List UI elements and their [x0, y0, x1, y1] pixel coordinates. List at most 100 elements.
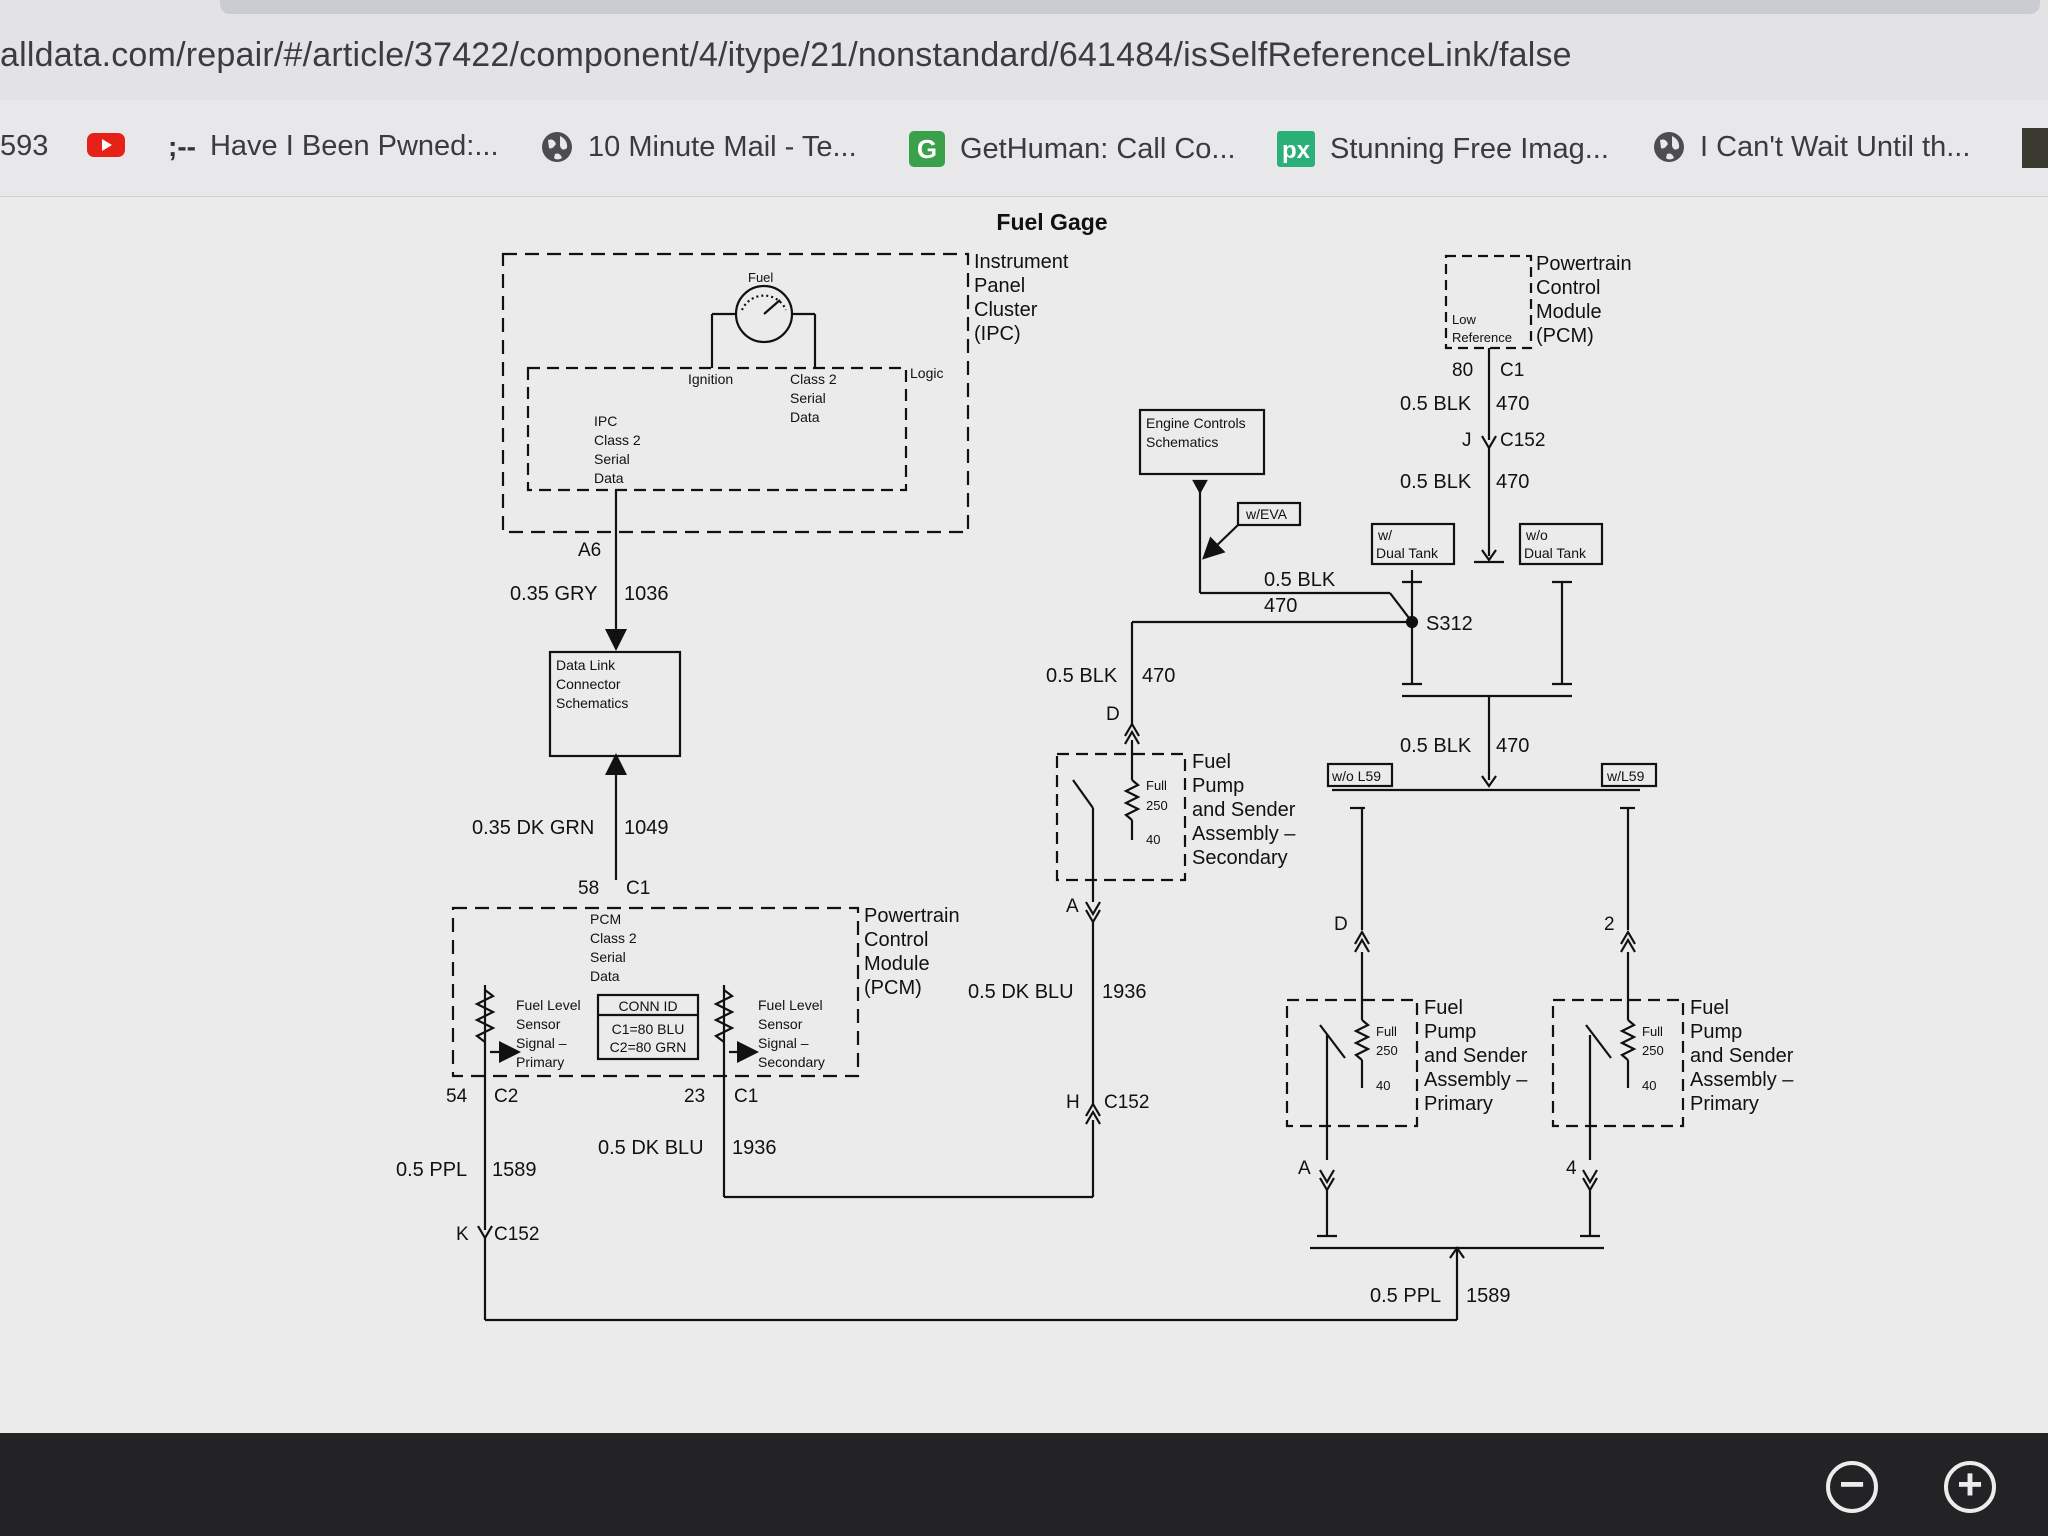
- pin-d-secondary: D: [1106, 704, 1120, 725]
- conn-c1-80: C1: [1500, 360, 1524, 381]
- bookmark-icantwait[interactable]: I Can't Wait Until th...: [1652, 130, 1970, 164]
- svg-text:Panel: Panel: [974, 275, 1025, 297]
- bookmark-youtube[interactable]: [86, 130, 126, 160]
- svg-text:and Sender: and Sender: [1424, 1045, 1528, 1067]
- fl-primary-label: Fuel Level Sensor Signal – Primary: [516, 997, 581, 1070]
- sender-primary-b-40: 40: [1642, 1078, 1656, 1093]
- bookmark-10minutemail[interactable]: 10 Minute Mail - Te...: [540, 130, 857, 164]
- w-l59-label: w/L59: [1606, 768, 1645, 784]
- svg-text:Secondary: Secondary: [758, 1054, 825, 1070]
- sender-secondary-250: 250: [1146, 798, 1168, 813]
- wire-470-c-gauge: 0.5 BLK: [1400, 735, 1472, 757]
- svg-text:and Sender: and Sender: [1192, 799, 1296, 821]
- svg-text:(PCM): (PCM): [864, 977, 922, 999]
- sender-secondary-label: Fuel Pump and Sender Assembly – Secondar…: [1192, 751, 1296, 869]
- svg-text:PCM: PCM: [590, 911, 621, 927]
- wire-1036-circuit: 1036: [624, 583, 669, 605]
- pcm-top-label: Powertrain Control Module (PCM): [1536, 253, 1632, 347]
- svg-text:Serial: Serial: [590, 949, 626, 965]
- ignition-label: Ignition: [688, 371, 733, 387]
- url-text[interactable]: alldata.com/repair/#/article/37422/compo…: [0, 36, 1572, 74]
- pcm-data-label: PCM Class 2 Serial Data: [590, 911, 637, 984]
- svg-text:Serial: Serial: [594, 451, 630, 467]
- svg-text:C2=80 GRN: C2=80 GRN: [610, 1039, 687, 1055]
- zoom-out-button[interactable]: −: [1826, 1461, 1878, 1513]
- svg-text:Signal –: Signal –: [516, 1035, 567, 1051]
- svg-text:Pump: Pump: [1192, 775, 1244, 797]
- ipc-label: Instrument Panel Cluster (IPC): [974, 251, 1069, 345]
- svg-text:(IPC): (IPC): [974, 323, 1021, 345]
- overflow-bookmark-icon[interactable]: [2022, 128, 2048, 168]
- conn-id-label: CONN ID C1=80 BLU C2=80 GRN: [610, 998, 687, 1055]
- wire-1036-gauge: 0.35 GRY: [510, 583, 597, 605]
- ipc-box: [501, 252, 970, 534]
- svg-text:Module: Module: [864, 953, 930, 975]
- wire-1936-mid-gauge: 0.5 DK BLU: [968, 981, 1074, 1003]
- svg-text:Assembly –: Assembly –: [1192, 823, 1296, 845]
- wo-l59-label: w/o L59: [1331, 768, 1381, 784]
- conn-id-box: [596, 993, 700, 1061]
- svg-text:Module: Module: [1536, 301, 1602, 323]
- bookmark-hibp[interactable]: ;-- Have I Been Pwned:...: [168, 130, 499, 162]
- pin-4-primary-b: 4: [1566, 1158, 1577, 1179]
- tab-strip[interactable]: [220, 0, 2040, 14]
- svg-text:w/o: w/o: [1525, 527, 1548, 543]
- svg-text:Fuel Level: Fuel Level: [516, 997, 581, 1013]
- wire-470-b-gauge: 0.5 BLK: [1400, 471, 1472, 493]
- svg-text:Dual Tank: Dual Tank: [1524, 545, 1587, 561]
- wire-470-a-circuit: 470: [1496, 393, 1529, 415]
- sender-primary-b-box: [1551, 998, 1685, 1128]
- logic-label: Logic: [910, 365, 943, 381]
- bookmarks-bar: 593 ;-- Have I Been Pwned:... 10 Minute …: [0, 100, 2048, 197]
- pin-58: 58: [578, 878, 599, 899]
- svg-text:Secondary: Secondary: [1192, 847, 1288, 869]
- pin-h: H: [1066, 1092, 1080, 1113]
- wire-1049-circuit: 1049: [624, 817, 669, 839]
- svg-text:Data: Data: [590, 968, 620, 984]
- w-l59-box: [1600, 762, 1658, 788]
- bookmark-gethuman[interactable]: G GetHuman: Call Co...: [908, 130, 1236, 168]
- pin-k: K: [456, 1224, 469, 1245]
- svg-text:Signal –: Signal –: [758, 1035, 809, 1051]
- sender-primary-a-full: Full: [1376, 1024, 1397, 1039]
- conn-c152-h: C152: [1104, 1092, 1149, 1113]
- fl-secondary-label: Fuel Level Sensor Signal – Secondary: [758, 997, 825, 1070]
- hibp-icon: ;--: [168, 130, 196, 162]
- youtube-icon: [87, 133, 125, 157]
- engine-controls-label: Engine Controls Schematics: [1146, 415, 1246, 450]
- svg-text:Pump: Pump: [1690, 1021, 1742, 1043]
- svg-text:Reference: Reference: [1452, 330, 1512, 345]
- svg-text:Control: Control: [1536, 277, 1600, 299]
- svg-text:Instrument: Instrument: [974, 251, 1069, 273]
- svg-text:IPC: IPC: [594, 413, 617, 429]
- conn-c152-k: C152: [494, 1224, 539, 1245]
- zoom-in-button[interactable]: +: [1944, 1461, 1996, 1513]
- sender-secondary-40: 40: [1146, 832, 1160, 847]
- conn-c152-j: C152: [1500, 430, 1545, 451]
- conn-c2: C2: [494, 1086, 518, 1107]
- wire-470-c-circuit: 470: [1496, 735, 1529, 757]
- w-dual-tank-box: [1370, 522, 1456, 566]
- wire-1936-bottom-circuit: 1936: [732, 1137, 777, 1159]
- svg-text:Serial: Serial: [790, 390, 826, 406]
- wire-1589-right-gauge: 0.5 PPL: [1370, 1285, 1441, 1307]
- bookmark-pexels[interactable]: px Stunning Free Imag...: [1276, 130, 1609, 168]
- sender-secondary-full: Full: [1146, 778, 1167, 793]
- svg-text:px: px: [1282, 137, 1311, 164]
- weva-label: w/EVA: [1245, 506, 1288, 522]
- pin-j: J: [1462, 430, 1472, 451]
- bookmark-593[interactable]: 593: [0, 130, 49, 162]
- wire-1589-right-circuit: 1589: [1466, 1285, 1511, 1307]
- svg-text:w/: w/: [1377, 527, 1392, 543]
- pin-80: 80: [1452, 360, 1473, 381]
- ipc-data-label: IPC Class 2 Serial Data: [594, 413, 641, 486]
- w-dual-tank-label: w/ Dual Tank: [1376, 527, 1439, 561]
- wire-470-s312-circuit: 470: [1264, 595, 1297, 617]
- splice-s312: S312: [1426, 613, 1473, 635]
- plus-icon: +: [1957, 1460, 1983, 1509]
- pcm-main-label: Powertrain Control Module (PCM): [864, 905, 960, 999]
- gethuman-icon: G: [909, 131, 945, 167]
- address-bar[interactable]: alldata.com/repair/#/article/37422/compo…: [0, 0, 2048, 101]
- svg-text:Control: Control: [864, 929, 928, 951]
- ipc-logic-box: [526, 366, 908, 492]
